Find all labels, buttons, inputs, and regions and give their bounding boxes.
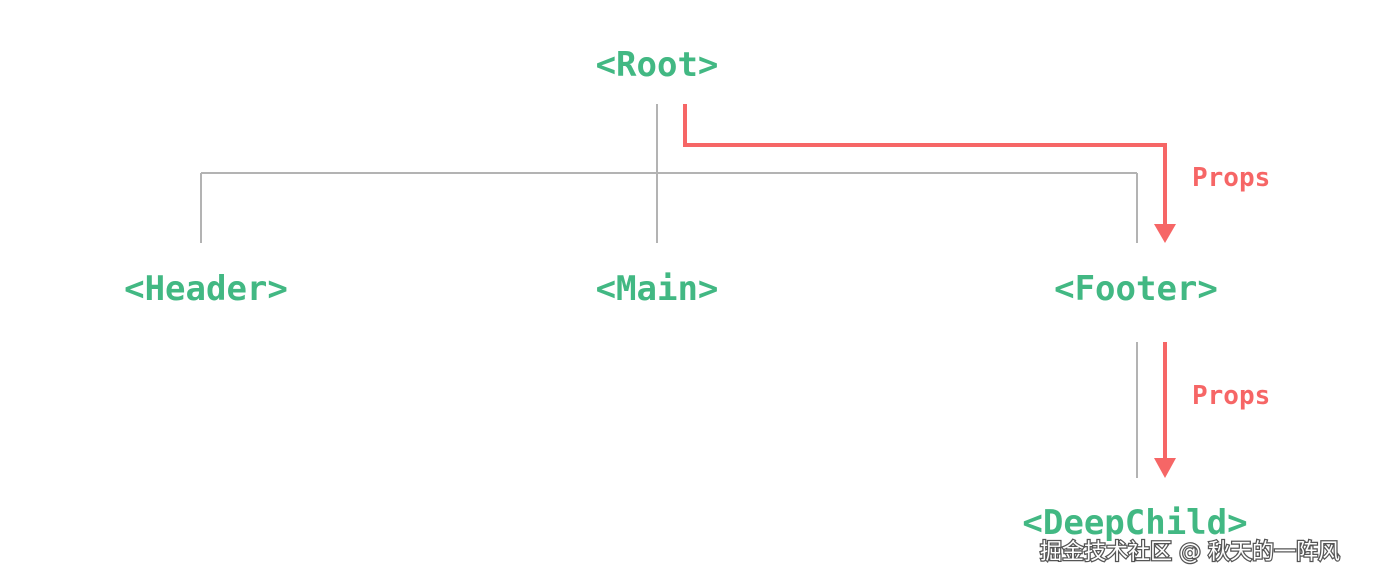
header-node-label: <Header>: [124, 269, 288, 309]
footer-to-deepchild-props-label: Props: [1192, 381, 1270, 411]
deepchild-node-label: <DeepChild>: [1022, 503, 1247, 543]
root-node-label: <Root>: [596, 45, 719, 85]
root-to-footer-arrowhead: [1154, 224, 1176, 243]
root-to-footer-props-label: Props: [1192, 163, 1270, 193]
props-arrows: [683, 104, 1176, 478]
watermark-text: 掘金技术社区 @ 秋天的一阵风: [1040, 540, 1340, 565]
main-node-label: <Main>: [596, 269, 719, 309]
footer-node-label: <Footer>: [1054, 269, 1218, 309]
root-to-footer-props-arrow: [683, 104, 1167, 226]
footer-to-deepchild-arrowhead: [1154, 458, 1176, 478]
tree-connectors: [200, 104, 1138, 478]
